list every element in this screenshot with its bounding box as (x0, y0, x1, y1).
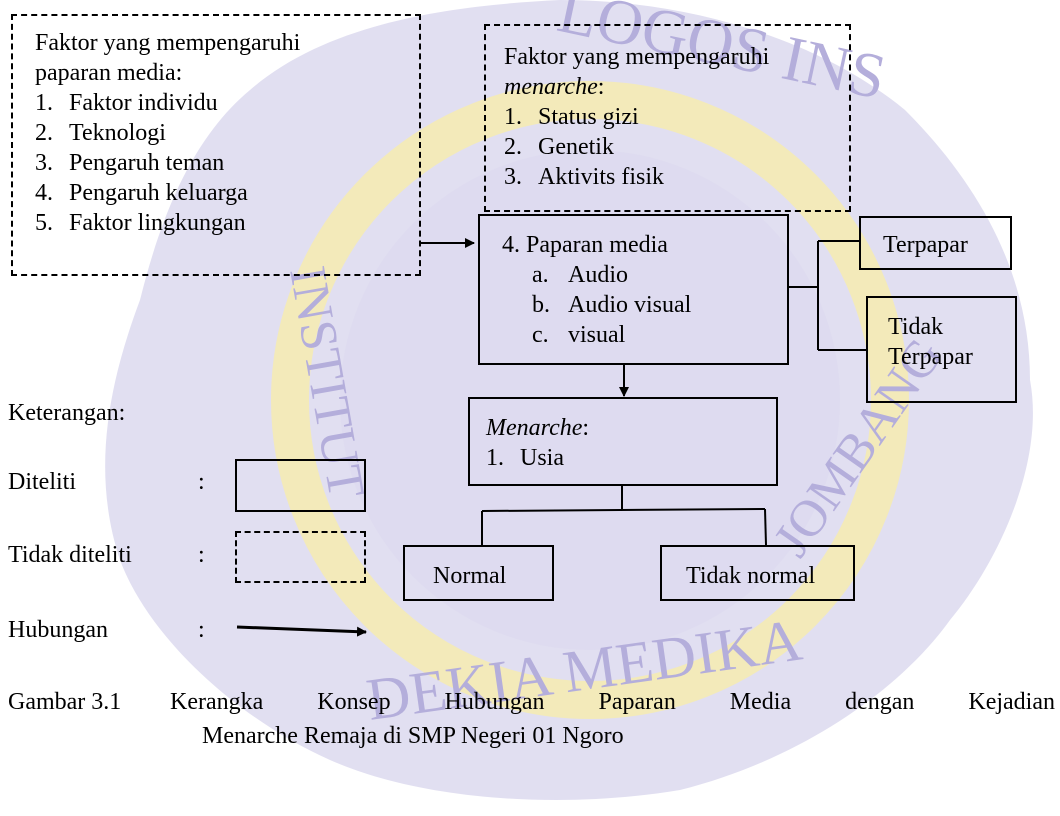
legend-title: Keterangan: (8, 400, 126, 426)
seal-inner (340, 150, 840, 650)
media-exposure-title: 4. Paparan media (502, 232, 668, 258)
menarche-factors-title-line1: Faktor yang mempengaruhi (504, 44, 770, 70)
legend-arrow-sample (236, 625, 367, 637)
legend-colon: : (198, 542, 205, 568)
media-exposure-list: a.Audio b.Audio visual c.visual (502, 260, 779, 350)
connector-to-abnormal (764, 508, 767, 546)
not-exposed-label-line2: Terpapar (888, 344, 973, 370)
legend-solid-box (235, 459, 366, 512)
list-item: 1.Faktor individu (35, 90, 218, 116)
box-media-exposure: 4. Paparan media a.Audio b.Audio visual … (478, 214, 789, 365)
figure-caption-line1: Kerangka Konsep Hubungan Paparan Media d… (170, 689, 1055, 715)
seal-ring (271, 81, 909, 719)
list-item: 4.Pengaruh keluarga (35, 180, 248, 206)
legend-label-researched: Diteliti (8, 469, 76, 495)
list-item: 5.Faktor lingkungan (35, 210, 246, 236)
list-item: c.visual (532, 322, 626, 348)
menarche-item: 1.Usia (486, 445, 564, 471)
box-exposed: Terpapar (859, 216, 1012, 270)
list-item: b.Audio visual (532, 292, 692, 318)
menarche-factors-title-line2: menarche: (504, 74, 605, 100)
list-item: a.Audio (532, 262, 628, 288)
figure-caption-line2: Menarche Remaja di SMP Negeri 01 Ngoro (202, 723, 624, 749)
box-not-exposed: Tidak Terpapar (866, 296, 1017, 403)
media-factors-title-line1: Faktor yang mempengaruhi (35, 30, 301, 56)
list-item: 2.Teknologi (35, 120, 166, 146)
menarche-factors-list: 1.Status gizi 2.Genetik 3.Aktivits fisik (504, 102, 839, 192)
list-item: 1.Status gizi (504, 104, 639, 130)
connector-outcome-horizontal (481, 508, 766, 512)
abnormal-label: Tidak normal (686, 563, 816, 589)
list-item: 3.Pengaruh teman (35, 150, 225, 176)
legend-colon: : (198, 469, 205, 495)
not-exposed-label-line1: Tidak (888, 314, 944, 340)
menarche-title: Menarche: (486, 415, 590, 441)
legend-label-not-researched: Tidak diteliti (8, 542, 132, 568)
box-menarche-factors: Faktor yang mempengaruhi menarche: 1.Sta… (484, 24, 851, 212)
media-factors-list: 1.Faktor individu 2.Teknologi 3.Pengaruh… (35, 88, 409, 238)
normal-label: Normal (433, 563, 507, 589)
box-menarche: Menarche: 1.Usia (468, 397, 778, 486)
media-factors-title-line2: paparan media: (35, 60, 183, 86)
legend-dashed-box (235, 531, 366, 583)
legend-colon: : (198, 617, 205, 643)
box-abnormal: Tidak normal (660, 545, 855, 601)
legend-label-relationship: Hubungan (8, 617, 108, 643)
exposed-label: Terpapar (883, 232, 968, 258)
figure-caption-label: Gambar 3.1 (8, 689, 122, 715)
box-normal: Normal (403, 545, 554, 601)
list-item: 3.Aktivits fisik (504, 164, 665, 190)
box-media-exposure-factors: Faktor yang mempengaruhi paparan media: … (11, 14, 421, 276)
list-item: 2.Genetik (504, 134, 614, 160)
